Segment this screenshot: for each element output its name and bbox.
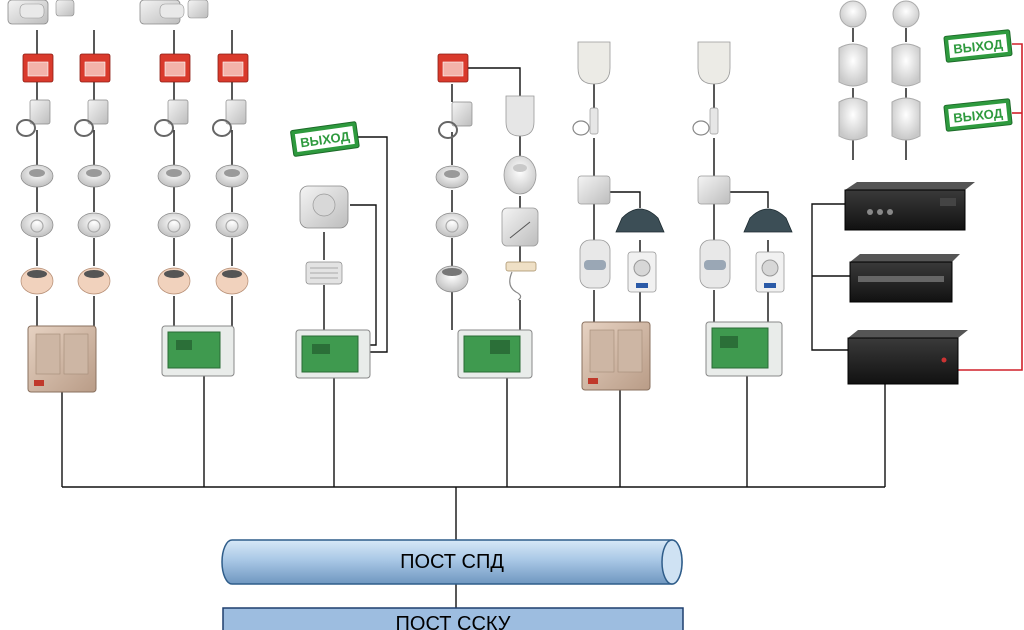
pir-detector	[699, 239, 731, 289]
sounder-device	[139, 0, 209, 25]
amplifier-rack	[847, 330, 968, 385]
smoke-detector	[20, 212, 54, 238]
junction-box	[212, 99, 247, 137]
smoke-detector	[215, 164, 249, 188]
ceiling-speaker	[892, 0, 920, 28]
smoke-detector	[157, 164, 191, 188]
post-panel: ПОСТ ССКУ	[222, 607, 684, 630]
detector-grid	[20, 164, 469, 295]
control-panel-green	[295, 329, 371, 379]
siren	[299, 185, 349, 229]
motion-sensor	[505, 95, 535, 137]
smoke-detector	[77, 164, 111, 188]
wall-speaker	[838, 97, 868, 141]
wall-speaker	[891, 43, 921, 87]
control-panel-green	[457, 329, 533, 379]
control-panel-beige	[27, 325, 97, 393]
exit-sign-label: ВЫХОД	[953, 36, 1005, 56]
control-panel-green	[161, 325, 235, 377]
expander-module	[577, 175, 611, 205]
smoke-detector	[157, 212, 191, 238]
junction-box	[154, 99, 189, 137]
manual-call-point	[437, 53, 469, 83]
bus-pipe: ПОСТ СПД	[221, 539, 683, 585]
magnetic-contact	[572, 107, 599, 136]
control-panel-green	[705, 321, 783, 377]
strobe-light	[305, 261, 343, 285]
wall-speaker	[838, 43, 868, 87]
heat-detector	[215, 267, 249, 295]
control-panel-beige	[581, 321, 651, 391]
manual-call-point	[79, 53, 111, 83]
bus-label: ПОСТ СПД	[400, 551, 504, 573]
expander-module	[697, 175, 731, 205]
heat-detector	[435, 265, 469, 293]
intercom-unit	[755, 251, 785, 293]
heat-detector	[157, 267, 191, 295]
heat-detector	[77, 267, 111, 295]
manual-call-point	[217, 53, 249, 83]
exit-sign: ВЫХОД	[943, 29, 1013, 63]
smoke-detector	[435, 212, 469, 238]
red-wiring	[958, 43, 1023, 371]
heat-detector	[20, 267, 54, 295]
exit-sign-label: ВЫХОД	[299, 129, 351, 151]
junction-box	[438, 101, 473, 139]
magnetic-contact	[692, 107, 719, 136]
panel-label: ПОСТ ССКУ	[396, 613, 511, 630]
ceiling-speaker	[839, 0, 867, 28]
junction-box	[16, 99, 51, 137]
sounder-device	[7, 0, 75, 25]
wall-speaker	[891, 97, 921, 141]
wiring	[36, 28, 907, 608]
smoke-detector	[77, 212, 111, 238]
pressure-pad	[615, 208, 665, 233]
pir-detector	[579, 239, 611, 289]
glass-break-detector	[503, 155, 537, 195]
pressure-pad	[743, 208, 793, 233]
junction-box	[74, 99, 109, 137]
amplifier-rack	[849, 254, 960, 303]
smoke-detector	[215, 212, 249, 238]
amplifier-rack	[844, 182, 975, 231]
magnetic-contact	[505, 261, 537, 301]
exit-sign-label: ВЫХОД	[953, 105, 1005, 125]
motion-sensor	[577, 41, 611, 85]
smoke-detector	[20, 164, 54, 188]
intercom-unit	[627, 251, 657, 293]
motion-sensor	[697, 41, 731, 85]
manual-call-point	[159, 53, 191, 83]
manual-call-point	[22, 53, 54, 83]
wall-detector	[501, 207, 539, 247]
exit-sign: ВЫХОД	[943, 98, 1013, 132]
smoke-detector	[435, 165, 469, 189]
exit-sign: ВЫХОД	[290, 121, 360, 157]
